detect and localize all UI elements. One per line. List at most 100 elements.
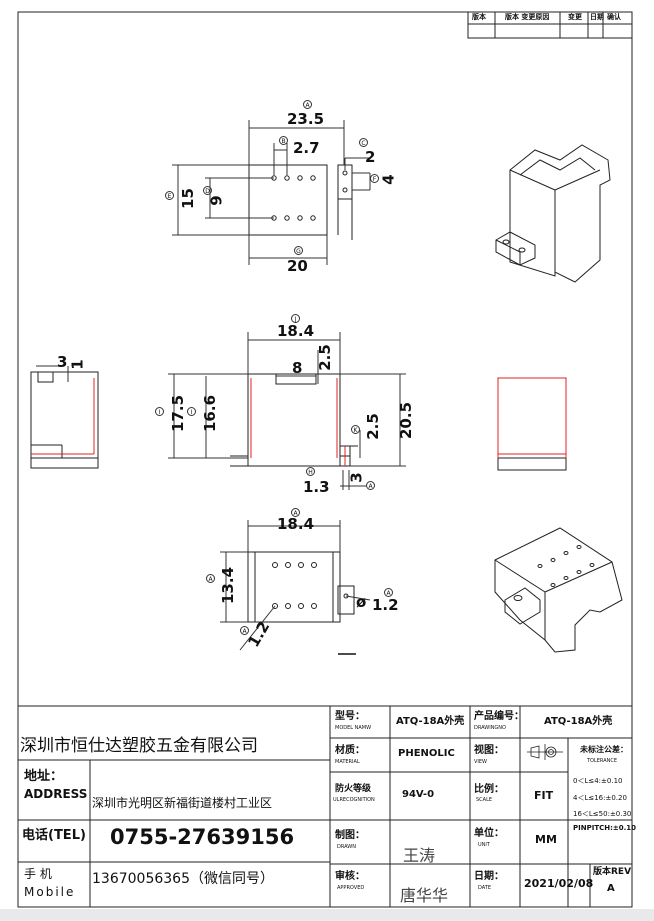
address-text: 深圳市光明区新福街道楼村工业区 — [92, 796, 273, 810]
marker-c: C — [359, 138, 368, 147]
marker-b: B — [279, 136, 288, 145]
revision-table — [467, 11, 633, 39]
tolerance-title-cn: 未标注公差： — [580, 745, 628, 754]
company-name: 深圳市恒仕达塑胶五金有限公司 — [20, 736, 258, 756]
marker-e: E — [165, 191, 174, 200]
marker-a-bottom-top: A — [291, 508, 300, 517]
model-value: ATQ-18A外壳 — [396, 716, 465, 727]
mobile-label-en: Mobile — [24, 885, 76, 899]
rear-view-red-outline — [497, 377, 567, 458]
material-label-en: MATERIAL — [335, 759, 360, 765]
rev-col-version: 版本 — [472, 13, 486, 21]
marker-f: F — [370, 174, 379, 183]
dim-pitch: 2.7 — [293, 139, 320, 157]
rear-view — [497, 377, 567, 471]
dim-body-width: 20 — [287, 257, 308, 275]
marker-h: H — [306, 467, 315, 476]
marker-d: D — [203, 186, 212, 195]
scale-label-cn: 比例： — [474, 784, 504, 795]
unit-label-en: UNIT — [478, 842, 490, 848]
approved-label-cn: 审核： — [335, 871, 365, 882]
side-view-red-outline — [31, 378, 95, 455]
dim-overall-height: 20.5 — [397, 401, 416, 440]
side-view — [30, 365, 99, 469]
dim-slot-w: 3 — [57, 353, 68, 371]
approved-label-en: APPROVED — [337, 885, 365, 891]
dim-flange-thk: 3 — [347, 472, 366, 483]
dim-width-overall: 23.5 — [287, 110, 325, 128]
material-value: PHENOLIC — [398, 748, 455, 759]
dim-pin-dia-prefix: ø — [356, 593, 367, 611]
dim-height-body: 16.6 — [201, 394, 220, 433]
dim-pin-dist: 4 — [379, 174, 398, 185]
drawn-label-en: DRAWN — [337, 844, 356, 850]
dim-height-overall: 15 — [178, 188, 197, 209]
dim-bottom-height: 13.4 — [219, 566, 238, 605]
date-value: 2021/02/08 — [524, 877, 594, 890]
model-label-cn: 型号： — [335, 711, 365, 722]
drawn-label-cn: 制图： — [335, 830, 365, 841]
model-label-en: MODEL NAMW — [335, 725, 372, 731]
view-label-en: VIEW — [474, 759, 487, 765]
material-label-cn: 材质： — [335, 745, 365, 756]
projection-symbol-icon — [527, 744, 563, 760]
iso-view-top — [495, 144, 611, 283]
marker-a-bottom-left: A — [206, 574, 215, 583]
bottom-view — [220, 520, 371, 655]
view-label-cn: 视图： — [474, 745, 504, 756]
date-label-en: DATE — [478, 885, 492, 891]
drawing-frame — [17, 11, 633, 908]
approved-by: 唐华华 — [400, 886, 449, 905]
unit-label-cn: 单位： — [474, 828, 504, 839]
dim-row-spacing: 9 — [207, 195, 226, 206]
bottom-scroll-strip — [0, 909, 654, 921]
front-view-red-outline — [250, 378, 346, 466]
drawing-no-label-cn: 产品编号： — [474, 711, 524, 722]
title-block — [18, 705, 632, 907]
rev-col-date: 日期 — [590, 13, 604, 21]
marker-g: G — [294, 246, 303, 255]
tolerance-line-3: 16＜L≤50:±0.30 — [573, 810, 632, 818]
tel-label: 电话(TEL) — [22, 828, 86, 843]
unit-value: MM — [535, 833, 557, 846]
drawing-no-label-en: DRAWINGNO — [474, 725, 506, 731]
dim-slot-d: 1 — [68, 359, 87, 370]
top-view — [172, 120, 371, 265]
dim-slot-depth: 2.5 — [315, 344, 334, 371]
iso-view-bottom — [494, 527, 623, 653]
front-view — [168, 332, 406, 490]
tel-number: 0755-27639156 — [110, 825, 295, 849]
address-label-en: ADDRESS — [24, 787, 88, 801]
marker-a-front: A — [366, 481, 375, 490]
marker-i-left: I — [155, 407, 164, 416]
mobile-number: 13670056365（微信同号） — [92, 871, 274, 887]
fire-label-cn: 防火等级 — [335, 784, 372, 794]
dim-height-inner: 17.5 — [169, 394, 188, 433]
tolerance-line-1: 0＜L≤4:±0.10 — [573, 777, 623, 785]
tolerance-title-en: TOLERANCE — [587, 758, 618, 764]
marker-j: J — [291, 314, 300, 323]
rev-col-change: 变更 — [568, 13, 582, 21]
marker-i: I — [187, 407, 196, 416]
date-label-cn: 日期： — [474, 871, 504, 882]
drawn-by: 王涛 — [403, 846, 436, 865]
dim-pin-dia: 1.2 — [372, 596, 399, 614]
marker-a: A — [303, 100, 312, 109]
marker-k: K — [351, 425, 360, 434]
marker-a-bottom-right: A — [384, 588, 393, 597]
dim-front-width: 18.4 — [277, 322, 315, 340]
tolerance-line-4: PINPITCH:±0.10 — [573, 824, 637, 832]
drawing-no-value: ATQ-18A外壳 — [544, 716, 613, 727]
dim-wall: 1.3 — [303, 478, 330, 496]
fire-label-en: ULRECOGNITION — [333, 797, 375, 803]
dim-bottom-width: 18.4 — [277, 515, 315, 533]
address-label-cn: 地址： — [24, 769, 64, 784]
marker-a-bottom-corner: A — [240, 626, 249, 635]
rev-label: 版本REV — [593, 867, 632, 877]
rev-col-confirm: 确认 — [607, 13, 621, 21]
dim-slot-width: 8 — [292, 359, 303, 377]
scale-value: FIT — [534, 789, 554, 802]
tolerance-line-2: 4＜L≤16:±0.20 — [573, 794, 627, 802]
fire-value: 94V-0 — [402, 789, 435, 800]
